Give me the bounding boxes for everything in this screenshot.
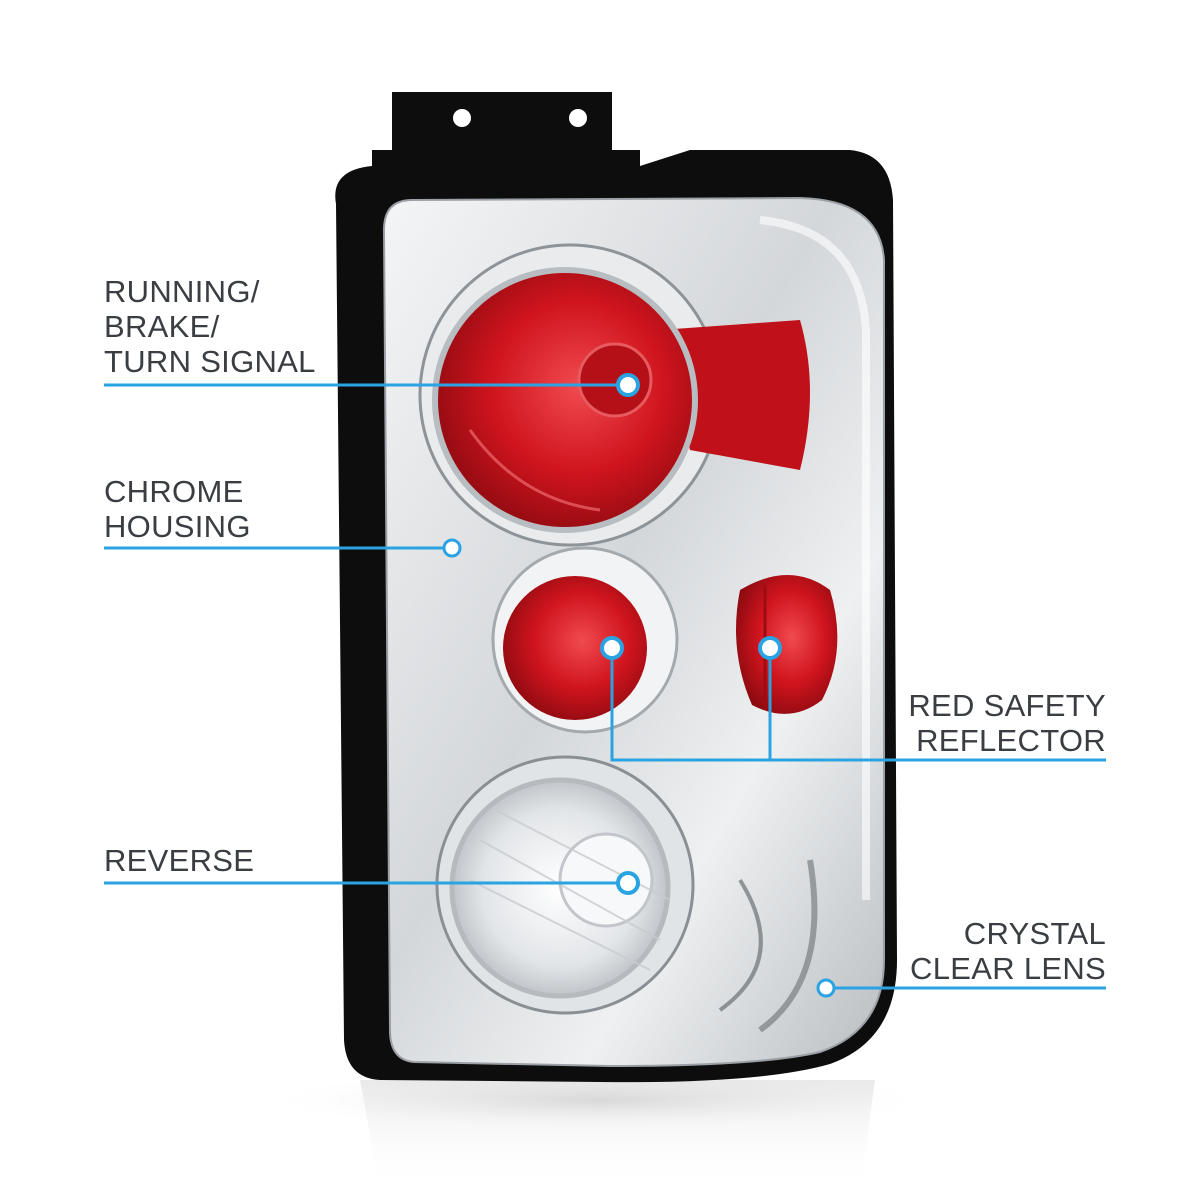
callout-running-label: RUNNING/ BRAKE/ TURN SIGNAL (104, 274, 316, 379)
callout-markers (442, 373, 836, 998)
red-reflector-circle (491, 546, 679, 734)
marker-chrome (442, 538, 462, 558)
callout-chrome-line-1: CHROME (104, 474, 244, 509)
callout-crystal-line-1: CRYSTAL (963, 916, 1106, 951)
marker-reverse (616, 871, 640, 895)
marker-reflector-side (758, 636, 782, 660)
callout-reverse-line-1: REVERSE (104, 843, 255, 878)
callout-reflector-line-2: REFLECTOR (916, 723, 1106, 758)
callout-crystal-line-2: CLEAR LENS (910, 951, 1106, 986)
red-reflector-side (736, 575, 838, 714)
callout-chrome-label: CHROME HOUSING (104, 474, 251, 544)
callout-chrome-line-2: HOUSING (104, 509, 251, 544)
floor-reflection (260, 1068, 940, 1190)
callout-lines (104, 383, 1106, 990)
running-brake-lens (418, 243, 810, 547)
marker-reflector-circle (600, 636, 624, 660)
callout-running-line-1: RUNNING/ (104, 274, 260, 309)
callout-running-line-2: BRAKE/ (104, 309, 220, 344)
marker-running (616, 373, 640, 397)
callout-reflector-label: RED SAFETY REFLECTOR (908, 688, 1106, 758)
callout-reflector-line-1: RED SAFETY (908, 688, 1106, 723)
callout-running-line-3: TURN SIGNAL (104, 344, 316, 379)
chrome-highlights (718, 216, 870, 1033)
reverse-lens (435, 755, 695, 1015)
callout-reverse-label: REVERSE (104, 843, 254, 878)
marker-crystal (816, 978, 836, 998)
callout-crystal-label: CRYSTAL CLEAR LENS (910, 916, 1106, 986)
